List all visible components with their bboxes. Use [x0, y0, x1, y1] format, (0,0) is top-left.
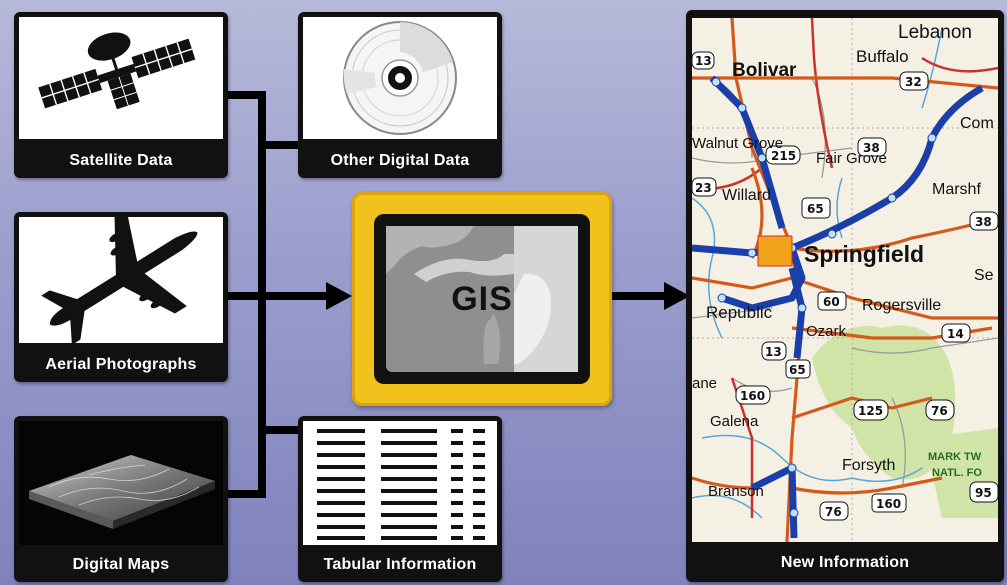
place-rogersville: Rogersville [862, 297, 941, 314]
digital-maps-label: Digital Maps [72, 556, 170, 573]
shield-215: 215 [771, 149, 796, 163]
shield-14: 14 [947, 327, 964, 341]
place-springfield: Springfield [804, 241, 924, 267]
shield-95: 95 [975, 486, 992, 500]
place-fair-grove: Fair Grove [816, 150, 887, 167]
satellite-icon [38, 32, 196, 110]
shield-125: 125 [858, 404, 883, 418]
place-forsyth: Forsyth [842, 457, 895, 474]
place-mark-twain: MARK TW [928, 451, 982, 463]
arrow-out-gis [664, 282, 690, 310]
place-branson: Branson [708, 483, 764, 500]
shield-23: 23 [695, 181, 712, 195]
other-digital-data-label: Other Digital Data [330, 152, 470, 169]
arrow-into-gis [326, 282, 352, 310]
shield-13-b: 13 [765, 345, 782, 359]
other-digital-data-card: Other Digital Data [298, 12, 502, 178]
satellite-data-card: Satellite Data [14, 12, 228, 178]
place-galena: Galena [710, 413, 759, 430]
terrain-model-icon [29, 455, 215, 529]
place-walnut-grove: Walnut Grove [692, 135, 783, 152]
place-willard: Willard [722, 187, 771, 204]
satellite-data-label: Satellite Data [69, 152, 173, 169]
aerial-photographs-card: Aerial Photographs [14, 212, 228, 382]
airplane-icon [41, 217, 198, 343]
gis-map-graphic [386, 226, 578, 372]
place-lebanon: Lebanon [898, 22, 972, 43]
gis-screen: GIS [374, 214, 590, 384]
place-com: Com [960, 115, 994, 132]
place-marshfield: Marshf [932, 181, 981, 198]
shield-160-b: 160 [876, 497, 901, 511]
compact-disc-icon [343, 21, 457, 135]
shield-160-a: 160 [740, 389, 765, 403]
table-icon [317, 429, 485, 540]
gis-monitor: GIS [352, 192, 612, 406]
shield-76-a: 76 [931, 404, 948, 418]
shield-76-b: 76 [825, 505, 842, 519]
shield-65-a: 65 [807, 202, 824, 216]
place-ane: ane [692, 375, 717, 392]
shield-32: 32 [905, 75, 922, 89]
digital-maps-card: Digital Maps [14, 416, 228, 582]
place-se: Se [974, 267, 994, 284]
shield-13-a: 13 [695, 54, 712, 68]
new-information-label: New Information [780, 554, 910, 571]
shield-60: 60 [823, 295, 840, 309]
tabular-information-label: Tabular Information [323, 556, 477, 573]
shield-38-b: 38 [975, 215, 992, 229]
aerial-photographs-label: Aerial Photographs [45, 356, 197, 373]
road-map: 13 32 215 38 65 60 14 160 125 76 95 23 6… [692, 18, 998, 542]
place-bolivar: Bolivar [732, 60, 797, 81]
shield-65-b: 65 [789, 363, 806, 377]
place-natl-forest: NATL. FO [932, 467, 982, 479]
new-information-card: 13 32 215 38 65 60 14 160 125 76 95 23 6… [686, 10, 1004, 582]
shield-38-a: 38 [863, 141, 880, 155]
gis-label: GIS [451, 280, 513, 318]
tabular-information-card: Tabular Information [298, 416, 502, 582]
place-ozark: Ozark [806, 323, 847, 340]
place-republic: Republic [706, 303, 773, 322]
place-buffalo: Buffalo [856, 47, 909, 66]
